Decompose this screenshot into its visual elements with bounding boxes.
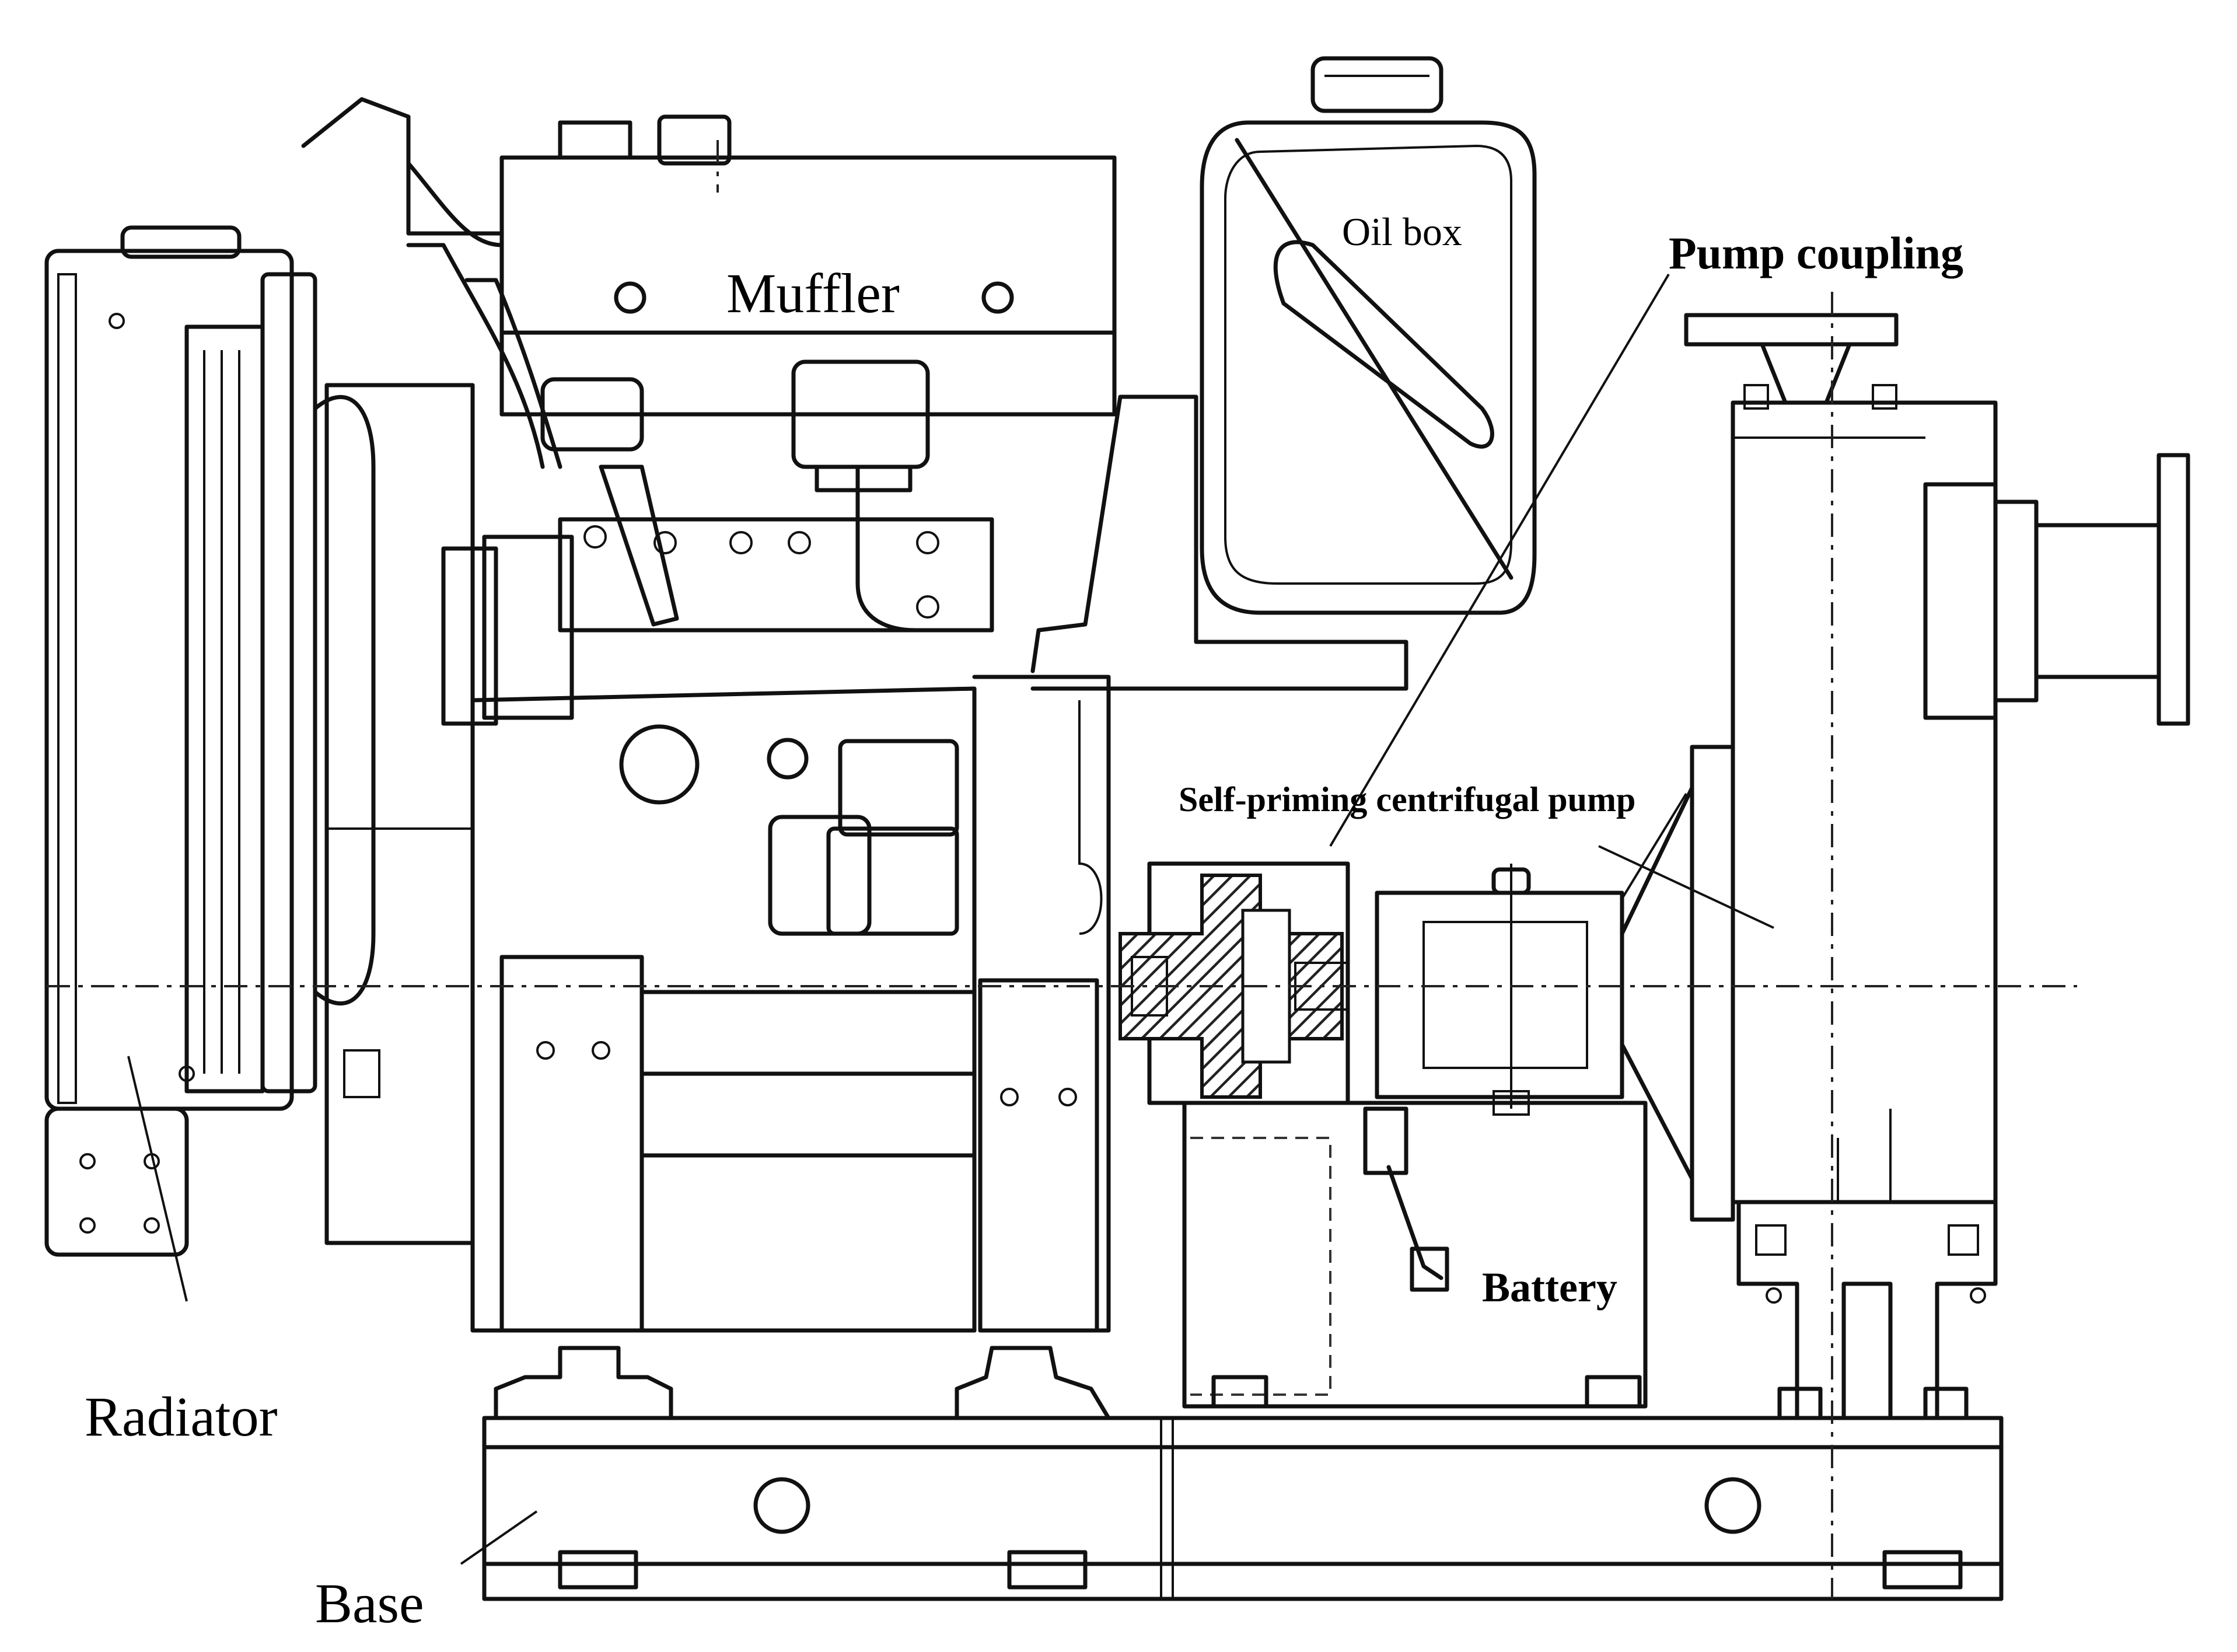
self-priming-pump-label: Self-priming centrifugal pump (1179, 780, 1635, 819)
battery-label: Battery (1482, 1264, 1617, 1311)
muffler-label: Muffler (726, 262, 900, 324)
engine (301, 97, 1408, 1333)
radiator-label: Radiator (85, 1385, 278, 1448)
pump-leader (1598, 845, 1774, 929)
radiator-leader (127, 1056, 188, 1302)
pump-coupling-leader (1329, 273, 1670, 847)
self-priming-pump (1375, 313, 2190, 1420)
centerlines (47, 140, 2077, 1599)
base-frame (482, 1346, 2004, 1601)
pump-coupling (1118, 861, 1350, 1105)
battery (1182, 1101, 1648, 1409)
oil-box-label: Oil box (1342, 209, 1462, 254)
pump-coupling-label: Pump coupling (1669, 228, 1963, 278)
base-label: Base (315, 1572, 424, 1634)
pump-leader-upper (1621, 792, 1687, 900)
radiator (44, 225, 376, 1257)
oil-box (1200, 56, 1537, 615)
base-leader (460, 1510, 538, 1565)
